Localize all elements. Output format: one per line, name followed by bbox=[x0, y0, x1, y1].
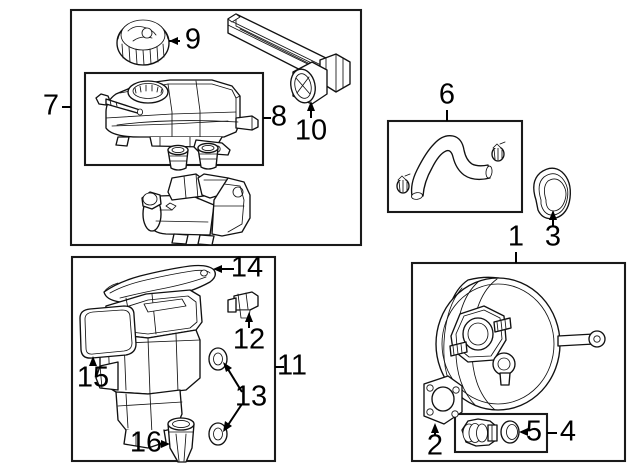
callout-labels: 1 2 3 4 5 6 7 8 9 10 11 12 13 14 15 16 bbox=[43, 24, 576, 462]
part-hose-clamps[interactable] bbox=[396, 141, 506, 194]
callout-3-booster-seal-ring[interactable]: 3 bbox=[545, 221, 561, 253]
callout-14-pedal-pad-cover[interactable]: 14 bbox=[231, 252, 263, 284]
part-reservoir-cap[interactable] bbox=[116, 19, 170, 66]
part-reservoir-sensor[interactable] bbox=[95, 93, 144, 116]
callout-13-bushing[interactable]: 13 bbox=[235, 381, 267, 413]
part-stop-lamp-switch[interactable] bbox=[227, 291, 259, 319]
arrowhead-15 bbox=[89, 356, 97, 366]
part-power-booster[interactable] bbox=[435, 276, 606, 411]
part-bushings[interactable] bbox=[208, 347, 228, 446]
part-reservoir-grommets[interactable] bbox=[167, 142, 219, 171]
leader-lines bbox=[62, 37, 557, 448]
arrowhead-13b bbox=[223, 421, 232, 432]
part-booster-gasket[interactable] bbox=[423, 375, 463, 425]
part-pedal-pad[interactable] bbox=[167, 417, 195, 463]
part-check-valve[interactable] bbox=[461, 418, 498, 447]
callout-10-reservoir-hose-connector[interactable]: 10 bbox=[295, 115, 327, 147]
arrowhead-14 bbox=[213, 265, 222, 273]
part-booster-seal[interactable] bbox=[533, 167, 571, 220]
arrowhead-10 bbox=[307, 101, 315, 111]
callout-7-master-cylinder-assembly[interactable]: 7 bbox=[43, 90, 59, 122]
callout-16-pedal-pad[interactable]: 16 bbox=[130, 427, 162, 459]
arrowhead-3 bbox=[549, 210, 557, 220]
callout-9-reservoir-cap[interactable]: 9 bbox=[185, 24, 201, 56]
arrowhead-5 bbox=[519, 428, 528, 436]
part-check-valve-grommet[interactable] bbox=[500, 420, 520, 444]
callout-4-check-valve-kit[interactable]: 4 bbox=[560, 416, 576, 448]
arrowhead-9 bbox=[169, 37, 178, 45]
callout-12-stop-lamp-switch[interactable]: 12 bbox=[233, 324, 265, 356]
callout-1-power-brake-booster[interactable]: 1 bbox=[508, 221, 524, 253]
arrowhead-12 bbox=[245, 312, 253, 322]
callout-8-reservoir-assembly[interactable]: 8 bbox=[271, 101, 287, 133]
callout-2-booster-gasket[interactable]: 2 bbox=[427, 430, 443, 462]
part-insulator-pad[interactable] bbox=[79, 305, 137, 359]
part-hose-connector[interactable] bbox=[227, 13, 351, 105]
arrowhead-2 bbox=[431, 423, 439, 433]
group-box-6-vacuum-hose[interactable] bbox=[386, 119, 524, 214]
part-master-cylinder[interactable] bbox=[141, 173, 251, 246]
arrowhead-13a bbox=[223, 362, 232, 372]
callout-11-pedal-bracket-assembly[interactable]: 11 bbox=[277, 350, 307, 382]
callout-5-grommet[interactable]: 5 bbox=[526, 416, 542, 448]
callout-6-vacuum-hose[interactable]: 6 bbox=[439, 79, 455, 111]
callout-15-insulator-pad[interactable]: 15 bbox=[77, 362, 109, 394]
arrowhead-16 bbox=[161, 440, 170, 448]
part-fluid-reservoir[interactable] bbox=[105, 79, 259, 156]
part-vacuum-hose[interactable] bbox=[410, 135, 493, 200]
